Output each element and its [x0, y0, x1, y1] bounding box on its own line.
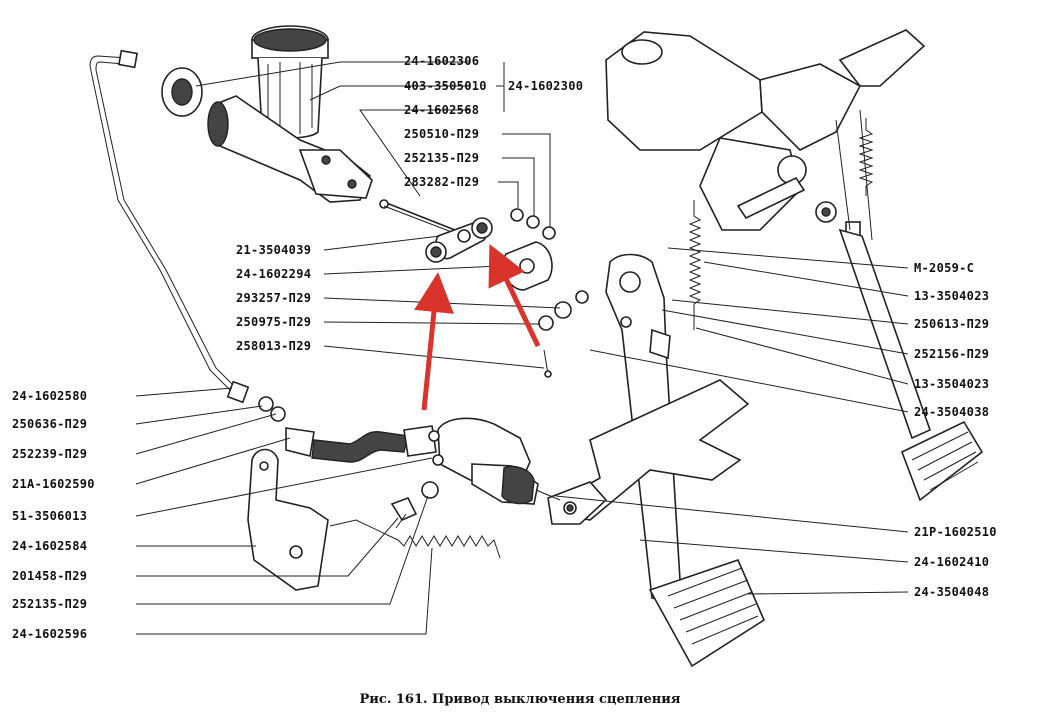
label-51-3506013: 51-3506013	[12, 509, 88, 523]
reservoir	[251, 25, 329, 139]
label-24-1602584: 24-1602584	[12, 539, 88, 553]
label-21a-1602590: 21А-1602590	[12, 477, 95, 491]
red-arrow-right	[488, 243, 541, 348]
label-258013: 258013-П29	[236, 339, 312, 353]
label-201458: 201458-П29	[12, 569, 88, 583]
label-250975: 250975-П29	[236, 315, 312, 329]
label-m-2059-c: М-2059-С	[914, 261, 975, 275]
mounting-plate	[247, 448, 329, 591]
label-13-3504023-bottom: 13-3504023	[914, 377, 990, 391]
label-252135-top: 252135-П29	[404, 151, 480, 165]
label-24-1602300: 24-1602300	[508, 79, 584, 93]
label-21p-1602510: 21Р-1602510	[914, 525, 997, 539]
label-24-1602596: 24-1602596	[12, 627, 88, 641]
label-252156: 252156-П29	[914, 347, 990, 361]
hydraulic-pipe	[89, 49, 250, 404]
label-24-1602294: 24-1602294	[236, 267, 312, 281]
label-21-3504039: 21-3504039	[236, 243, 312, 257]
label-252135-bottom: 252135-П29	[12, 597, 88, 611]
label-13-3504023-top: 13-3504023	[914, 289, 990, 303]
label-24-3504038: 24-3504038	[914, 405, 990, 419]
label-24-3504048: 24-3504048	[914, 585, 990, 599]
fork-and-washers	[425, 208, 589, 378]
pedal-bracket	[605, 29, 926, 241]
clutch-bracket	[547, 379, 750, 525]
label-250613: 250613-П29	[914, 317, 990, 331]
label-24-1602568: 24-1602568	[404, 103, 480, 117]
label-293257: 293257-П29	[236, 291, 312, 305]
red-arrow-left	[414, 272, 454, 411]
label-283282: 283282-П29	[404, 175, 480, 189]
highlight-arrows	[414, 243, 541, 411]
slave-cylinder-and-hose	[258, 396, 561, 529]
label-252239: 252239-П29	[12, 447, 88, 461]
figure-caption: Рис. 161. Привод выключения сцепления	[359, 692, 681, 707]
label-403-3505010: 403-3505010	[404, 79, 487, 93]
label-24-1602306: 24-1602306	[404, 54, 480, 68]
label-24-1602410: 24-1602410	[914, 555, 990, 569]
label-24-1602580: 24-1602580	[12, 389, 88, 403]
brake-pedal	[838, 228, 984, 502]
label-250510: 250510-П29	[404, 127, 480, 141]
master-cylinder	[161, 67, 463, 237]
springs	[329, 118, 874, 559]
label-250636: 250636-П29	[12, 417, 88, 431]
